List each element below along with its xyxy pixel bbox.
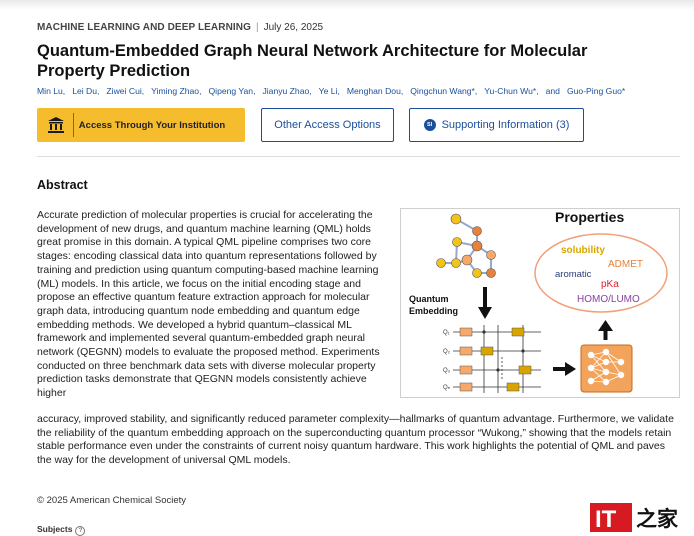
article-meta: MACHINE LEARNING AND DEEP LEARNING | July …	[37, 22, 323, 33]
molecule-graph	[436, 213, 496, 278]
embedding-label-2: Embedding	[409, 306, 458, 316]
article-category[interactable]: MACHINE LEARNING AND DEEP LEARNING	[37, 22, 251, 33]
author-link[interactable]: Yiming Zhao,	[151, 86, 202, 96]
author-link[interactable]: Jianyu Zhao,	[262, 86, 312, 96]
qubit-label-3: Q₃	[443, 368, 451, 374]
right-arrow-icon	[553, 362, 576, 376]
author-link[interactable]: Ye Li,	[318, 86, 340, 96]
down-arrow-icon	[478, 287, 492, 319]
meta-separator: |	[255, 22, 259, 33]
si-badge-icon: SI	[423, 119, 436, 131]
prop-pka: pKa	[601, 279, 619, 290]
other-access-button[interactable]: Other Access Options	[261, 108, 394, 142]
ithome-logo-text: IT	[595, 506, 617, 532]
author-link[interactable]: Menghan Dou,	[346, 86, 404, 96]
toc-graphic[interactable]: Properties solubility ADMET aromatic pKa…	[400, 208, 680, 398]
author-link[interactable]: Lei Du,	[72, 86, 100, 96]
up-arrow-icon	[598, 320, 613, 340]
quantum-circuit: Q₁ Q₂ Q₃ Qₙ	[443, 325, 541, 393]
abstract-text-full: accuracy, improved stability, and signif…	[37, 413, 674, 467]
access-institution-button[interactable]: Access Through Your Institution	[37, 108, 245, 142]
author-link[interactable]: Min Lu,	[37, 86, 66, 96]
toc-graphic-canvas: Properties solubility ADMET aromatic pKa…	[409, 209, 668, 393]
ithome-logo-badge	[590, 503, 632, 532]
embedding-label-1: Quantum	[409, 294, 449, 304]
article-title: Quantum-Embedded Graph Neural Network Ar…	[37, 42, 588, 80]
author-link[interactable]: Yu-Chun Wu*,	[484, 86, 539, 96]
prop-homo-lumo: HOMO/LUMO	[577, 294, 640, 305]
author-link[interactable]: Guo-Ping Guo*	[566, 86, 626, 96]
abstract-heading: Abstract	[37, 178, 88, 192]
author-link[interactable]: Ziwei Cui,	[106, 86, 145, 96]
subjects-label: Subjects	[37, 524, 73, 534]
abstract-text-wrapped: Accurate prediction of molecular propert…	[37, 209, 380, 400]
ithome-logo: IT 之家	[590, 503, 679, 532]
qubit-label-2: Q₂	[443, 349, 451, 355]
author-conjunction: and	[545, 86, 560, 96]
ithome-logo-mark: 之家	[636, 507, 679, 531]
author-link[interactable]: Qipeng Yan,	[208, 86, 256, 96]
properties-title: Properties	[555, 209, 624, 225]
qubit-label-1: Q₁	[443, 330, 450, 336]
prop-aromatic: aromatic	[555, 269, 592, 280]
author-list: Min Lu, Lei Du, Ziwei Cui, Yiming Zhao, Qipe…	[37, 86, 677, 96]
properties-ellipse	[534, 233, 668, 313]
supporting-info-label: Supporting Information (3)	[441, 119, 570, 131]
button-divider	[73, 113, 74, 137]
other-access-label: Other Access Options	[274, 119, 381, 131]
author-link[interactable]: Qingchun Wang*,	[410, 86, 478, 96]
subjects-heading: Subjects?	[37, 524, 86, 536]
section-divider	[37, 156, 680, 157]
supporting-info-button[interactable]: SI Supporting Information (3)	[409, 108, 584, 142]
access-institution-label: Access Through Your Institution	[78, 119, 226, 131]
qubit-label-n: Qₙ	[443, 385, 451, 391]
neural-network-icon	[580, 344, 633, 393]
prop-admet: ADMET	[608, 259, 643, 270]
prop-solubility: solubility	[561, 245, 605, 256]
publish-date: July 26, 2025	[263, 22, 324, 33]
institution-icon	[48, 117, 64, 133]
copyright-notice: © 2025 American Chemical Society	[37, 495, 187, 506]
top-shadow-bar	[0, 0, 694, 10]
help-icon[interactable]: ?	[75, 526, 86, 536]
